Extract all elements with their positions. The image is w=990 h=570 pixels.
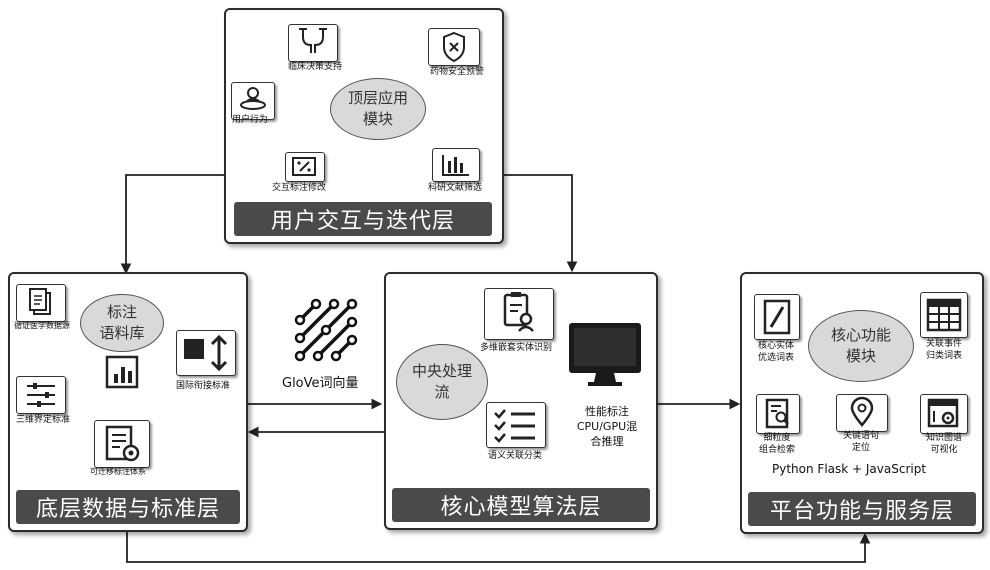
evidence-db-icon bbox=[16, 284, 66, 322]
three-dim-standard-icon bbox=[16, 376, 66, 414]
event-label: 关联事件 归类词表 bbox=[916, 338, 972, 362]
top-bubble-line1: 顶层应用 bbox=[347, 89, 408, 107]
core-entity-line1: 核心实体 bbox=[757, 341, 794, 351]
keyword-line2: 定位 bbox=[851, 443, 870, 453]
gpu-line1: 性能标注 bbox=[585, 405, 629, 418]
event-line2: 归类词表 bbox=[925, 351, 962, 361]
drug-safety-icon bbox=[428, 28, 480, 66]
keyword-locate-icon bbox=[836, 394, 888, 432]
user-interaction-banner: 用户交互与迭代层 bbox=[234, 202, 492, 236]
central-line2: 流 bbox=[434, 383, 450, 401]
annotation-edit-label: 交互标注修改 bbox=[272, 183, 327, 193]
literature-screening-icon bbox=[432, 148, 480, 182]
core-entity-label: 核心实体 优选词表 bbox=[748, 340, 804, 364]
core-func-line1: 核心功能 bbox=[830, 326, 891, 344]
core-entity-line2: 优选词表 bbox=[757, 353, 794, 363]
clinical-decision-label: 临床决策支持 bbox=[288, 62, 343, 72]
central-processing-bubble: 中央处理流 bbox=[396, 344, 488, 420]
top-bubble-line2: 模块 bbox=[362, 110, 393, 128]
gpu-monitor-icon bbox=[566, 320, 644, 392]
core-function-bubble: 核心功能模块 bbox=[808, 310, 914, 382]
top-app-module-bubble: 顶层应用模块 bbox=[330, 78, 426, 140]
fine-line2: 组合检索 bbox=[758, 445, 795, 455]
intl-standard-label: 国际衔接标准 bbox=[176, 381, 231, 391]
user-behavior-label: 用户行为 bbox=[232, 115, 269, 125]
semantic-classify-icon bbox=[486, 402, 546, 448]
drug-safety-label: 药物安全预警 bbox=[430, 67, 485, 77]
literature-screening-label: 科研文献筛选 bbox=[428, 183, 483, 193]
core-entity-icon bbox=[754, 294, 800, 340]
glove-label: GloVe词向量 bbox=[282, 376, 359, 391]
graph-line2: 可视化 bbox=[930, 445, 958, 455]
portable-annotation-label: 可迁移标注体系 bbox=[90, 467, 146, 476]
semantic-classify-label: 语义关联分类 bbox=[488, 451, 543, 461]
fine-search-icon bbox=[756, 394, 800, 434]
intl-standard-icon bbox=[176, 330, 236, 376]
knowledge-graph-label: 知识图谱 可视化 bbox=[916, 432, 972, 456]
fine-search-label: 细粒度 组合检索 bbox=[750, 432, 804, 456]
event-line1: 关联事件 bbox=[925, 339, 962, 349]
corpus-line1: 标注 bbox=[106, 303, 137, 321]
data-standard-banner: 底层数据与标准层 bbox=[16, 490, 240, 524]
tech-stack-label: Python Flask + JavaScript bbox=[772, 462, 927, 476]
entity-recognition-label: 多维嵌套实体识别 bbox=[480, 343, 553, 353]
evidence-db-label: 循证医学数据源 bbox=[14, 321, 70, 330]
portable-annotation-icon bbox=[94, 420, 150, 468]
gpu-line3: 合推理 bbox=[590, 435, 624, 448]
keyword-line1: 关键语句 bbox=[842, 431, 879, 441]
graph-line1: 知识图谱 bbox=[925, 433, 962, 443]
gpu-line2: CPU/GPU混 bbox=[576, 420, 638, 433]
core-func-line2: 模块 bbox=[845, 347, 876, 365]
clinical-decision-icon bbox=[288, 24, 338, 62]
platform-service-banner: 平台功能与服务层 bbox=[748, 492, 976, 526]
central-line1: 中央处理 bbox=[411, 362, 472, 380]
gpu-text: 性能标注 CPU/GPU混 合推理 bbox=[566, 404, 648, 449]
keyword-locate-label: 关键语句 定位 bbox=[834, 430, 888, 454]
corpus-chart-icon bbox=[102, 352, 144, 392]
event-calendar-icon bbox=[920, 292, 968, 338]
annotation-edit-icon bbox=[285, 152, 325, 182]
glove-network-icon bbox=[292, 296, 362, 366]
corpus-line2: 语料库 bbox=[99, 324, 145, 342]
core-model-banner: 核心模型算法层 bbox=[392, 488, 650, 522]
fine-line1: 细粒度 bbox=[763, 433, 791, 443]
knowledge-graph-icon bbox=[920, 394, 968, 434]
entity-recognition-icon bbox=[484, 288, 554, 340]
annotated-corpus-bubble: 标注语料库 bbox=[80, 294, 164, 352]
three-dim-standard-label: 三维界定标准 bbox=[16, 415, 71, 425]
user-behavior-icon bbox=[231, 82, 275, 120]
